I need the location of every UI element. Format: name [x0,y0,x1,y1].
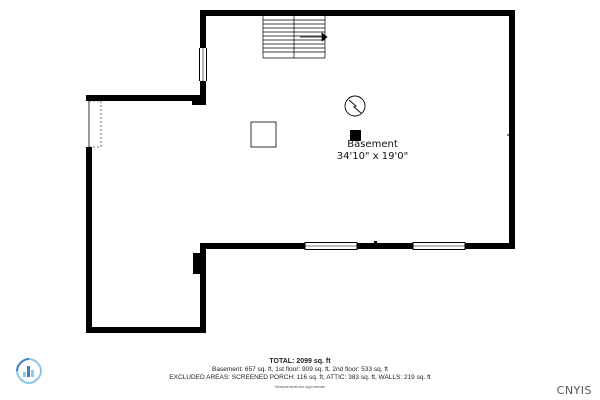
basement-walls [86,10,515,333]
watermark: CNYIS [556,384,592,397]
opening-west [86,100,102,148]
column-square [250,121,277,148]
stairs-icon [262,16,328,59]
brand-logo-icon [16,358,42,384]
electrical-panel-icon [344,95,366,117]
room-name: Basement [347,139,398,150]
window-south-1 [304,242,358,250]
window-south-2 [412,242,466,250]
measurement-note: Measurements Are Approximate [275,385,325,389]
window-west-upper [199,48,207,81]
chimney-block [193,253,203,274]
summary-excluded: EXCLUDED AREAS: SCREENED PORCH: 116 sq. … [169,374,431,381]
wall-tick-south [374,241,377,244]
mechanical-unit [350,130,361,141]
wall-post [192,95,206,105]
summary-total: TOTAL: 2099 sq. ft [269,358,331,365]
room-dimensions: 34'10" x 19'0" [336,151,409,162]
summary-floors: Basement: 657 sq. ft, 1st floor: 909 sq.… [212,366,388,373]
